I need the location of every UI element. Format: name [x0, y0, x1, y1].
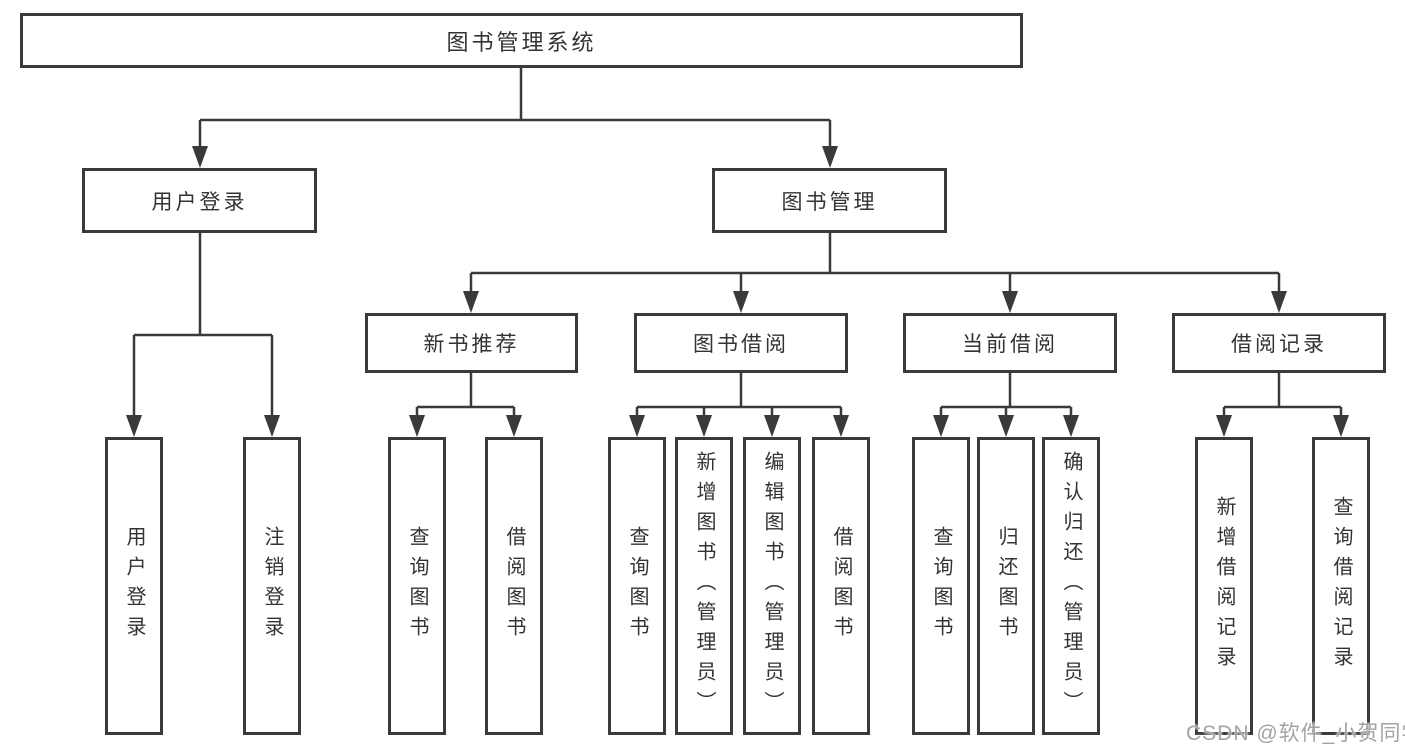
arrowhead	[126, 415, 142, 437]
leaf-add-books-admin: 新增图书（管理员）	[675, 437, 733, 735]
connector-records-to-leaves	[1222, 373, 1343, 417]
leaf-borrow-books: 借阅图书	[812, 437, 870, 735]
node-label: 图书借阅	[693, 333, 789, 356]
node-label: 新书推荐	[423, 333, 520, 356]
leaf-logout: 注销登录	[243, 437, 301, 735]
leaf-label: 用户登录	[123, 526, 145, 646]
csdn-watermark: CSDN @软件_小贺同学	[1186, 722, 1405, 745]
leaf-label: 确认归还（管理员）	[1060, 451, 1082, 721]
arrowhead	[1216, 415, 1232, 437]
leaf-borrow-books-recommend: 借阅图书	[485, 437, 543, 735]
arrowhead	[696, 415, 712, 437]
node-current-borrow: 当前借阅	[903, 313, 1117, 373]
arrowhead	[822, 146, 838, 168]
leaf-confirm-return-admin: 确认归还（管理员）	[1042, 437, 1100, 735]
leaf-query-books-borrow: 查询图书	[608, 437, 666, 735]
leaf-add-borrow-record: 新增借阅记录	[1195, 437, 1253, 735]
leaf-return-books: 归还图书	[977, 437, 1035, 735]
leaf-label: 查询图书	[406, 526, 428, 646]
node-book-borrow: 图书借阅	[634, 313, 848, 373]
node-label: 用户登录	[151, 190, 248, 214]
leaf-label: 借阅图书	[503, 526, 525, 646]
connector-userlogin-to-leaves	[132, 233, 274, 417]
node-label: 图书管理系统	[446, 29, 597, 55]
node-user-login: 用户登录	[82, 168, 317, 233]
arrowhead	[933, 415, 949, 437]
leaf-query-books-current: 查询图书	[912, 437, 970, 735]
arrowhead	[463, 291, 479, 313]
node-label: 借阅记录	[1231, 333, 1327, 356]
arrowhead	[833, 415, 849, 437]
node-label: 图书管理	[781, 190, 878, 214]
leaf-query-borrow-record: 查询借阅记录	[1312, 437, 1370, 735]
arrowhead	[1271, 291, 1287, 313]
leaf-label: 查询图书	[930, 526, 952, 646]
arrowhead	[629, 415, 645, 437]
arrowhead	[733, 291, 749, 313]
leaf-label: 新增借阅记录	[1213, 496, 1235, 676]
leaf-label: 查询图书	[626, 526, 648, 646]
leaf-label: 注销登录	[261, 526, 283, 646]
connector-bookmgmt-to-level3	[469, 233, 1281, 293]
connector-currentborrow-to-leaves	[939, 373, 1073, 417]
connector-newbook-to-leaves	[415, 373, 516, 417]
arrowhead	[506, 415, 522, 437]
arrowhead	[264, 415, 280, 437]
node-library-management-system: 图书管理系统	[20, 13, 1023, 68]
leaf-label: 借阅图书	[830, 526, 852, 646]
arrowhead	[1333, 415, 1349, 437]
arrowhead	[192, 146, 208, 168]
node-borrow-records: 借阅记录	[1172, 313, 1386, 373]
arrowhead	[764, 415, 780, 437]
connector-bookborrow-to-leaves	[635, 373, 843, 417]
node-book-management: 图书管理	[712, 168, 947, 233]
leaf-query-books-recommend: 查询图书	[388, 437, 446, 735]
leaf-label: 归还图书	[995, 526, 1017, 646]
leaf-label: 查询借阅记录	[1330, 496, 1352, 676]
arrowhead	[409, 415, 425, 437]
arrowhead	[1063, 415, 1079, 437]
leaf-label: 新增图书（管理员）	[693, 451, 715, 721]
node-new-book-recommend: 新书推荐	[365, 313, 578, 373]
leaf-user-login: 用户登录	[105, 437, 163, 735]
connector-root-to-level2	[198, 68, 832, 148]
leaf-edit-books-admin: 编辑图书（管理员）	[743, 437, 801, 735]
arrowhead	[1002, 291, 1018, 313]
node-label: 当前借阅	[962, 333, 1058, 356]
arrowhead	[998, 415, 1014, 437]
leaf-label: 编辑图书（管理员）	[761, 451, 783, 721]
